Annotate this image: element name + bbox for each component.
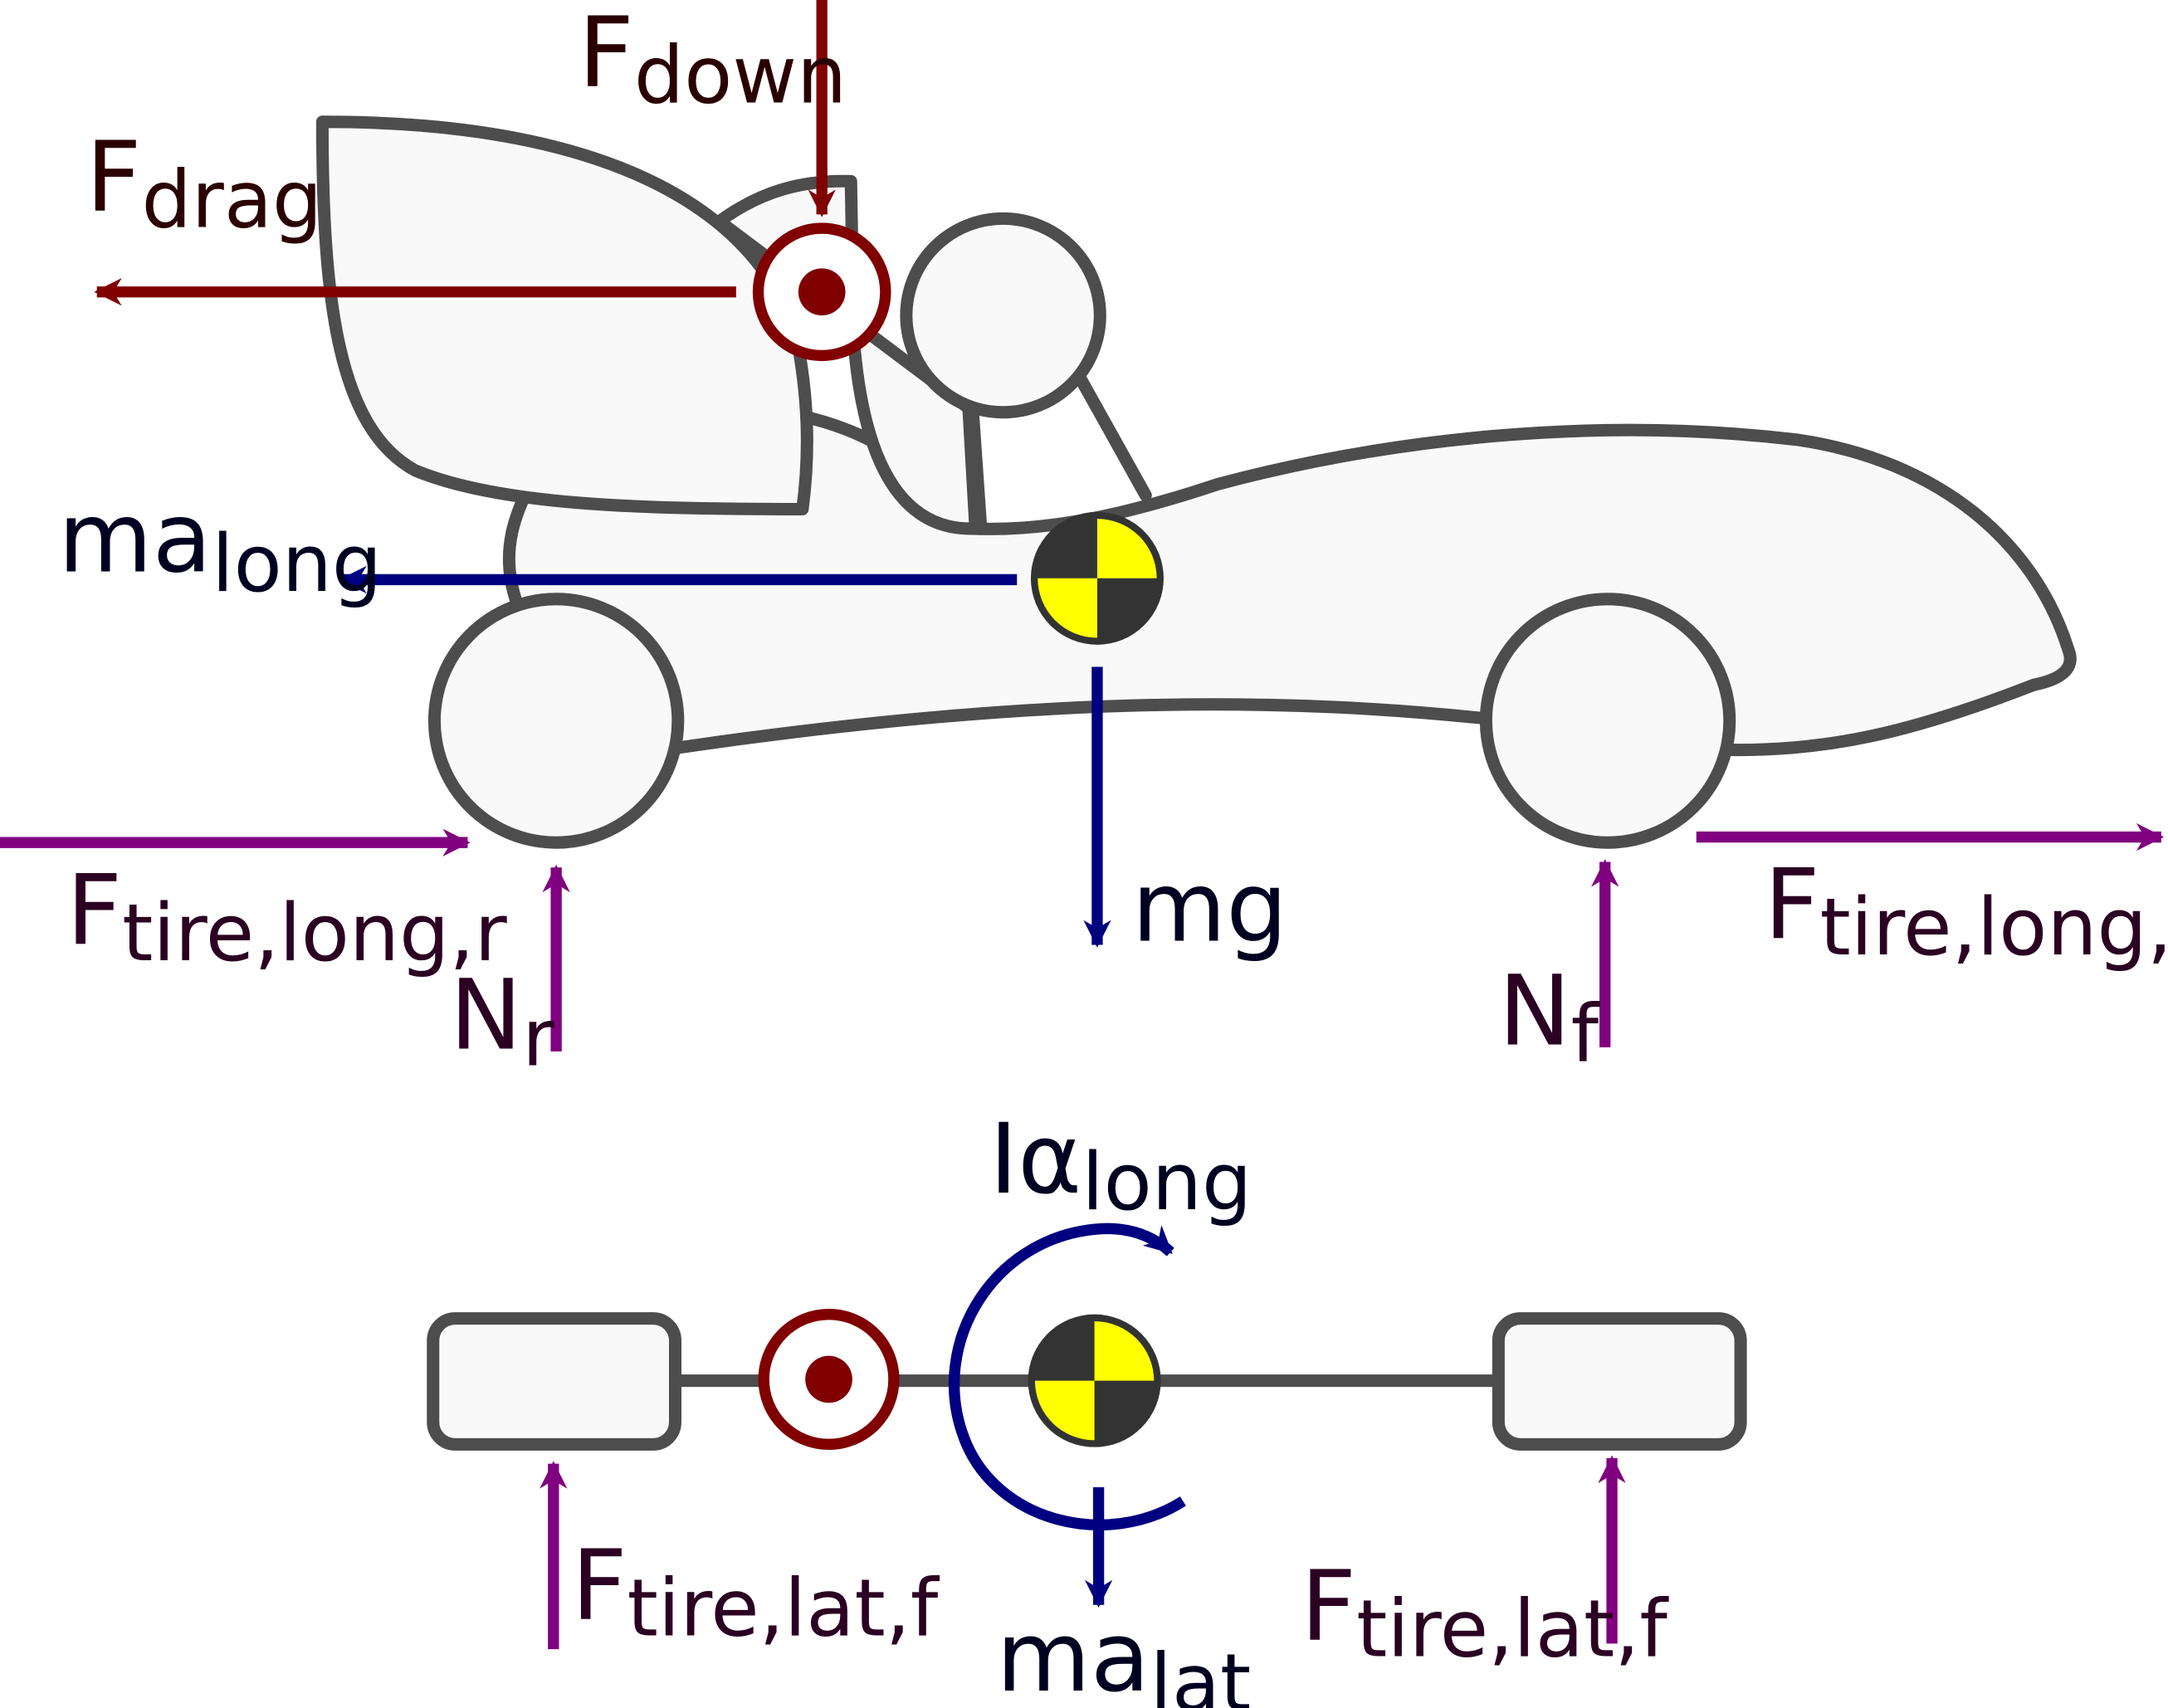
front-view	[427, 1222, 1747, 1650]
front-wheel	[1479, 593, 1736, 849]
left-tire	[427, 1312, 681, 1451]
f-tire-lat-right-label: Ftire,lat,f	[1301, 1549, 1669, 1675]
n-r-label: Nr	[450, 959, 555, 1085]
center-of-pressure-icon	[752, 222, 891, 362]
center-of-gravity-icon	[1028, 1314, 1161, 1447]
driver-helmet	[900, 212, 1106, 419]
ma-lat-label: malat	[996, 1601, 1251, 1708]
labels: Fdown Fdrag malong mg Ftire,long,r Nr Nf…	[58, 0, 2168, 1708]
center-of-pressure-icon	[758, 1308, 900, 1451]
mg-label: mg	[1132, 852, 1288, 964]
center-of-gravity-icon	[1030, 511, 1164, 645]
n-f-label: Nf	[1498, 955, 1600, 1081]
side-view	[0, 0, 2165, 1052]
i-alpha-long-label: Iαlong	[989, 1103, 1252, 1228]
i-alpha-long-arrow	[948, 1222, 1186, 1530]
rear-wheel	[427, 593, 685, 849]
f-tire-lat-left-label: Ftire,lat,f	[571, 1529, 940, 1654]
f-tire-long-r-label: Ftire,long,r	[66, 854, 508, 979]
ma-long-label: malong	[58, 481, 382, 609]
driver-neck	[966, 403, 988, 535]
f-down-label: Fdown	[579, 0, 847, 121]
f-drag-label: Fdrag	[85, 120, 322, 246]
steering-link	[1072, 369, 1152, 502]
rear-wing	[315, 115, 813, 515]
f-tire-long-f-label: Ftire,long,f	[1764, 848, 2168, 974]
right-tire	[1492, 1312, 1747, 1451]
